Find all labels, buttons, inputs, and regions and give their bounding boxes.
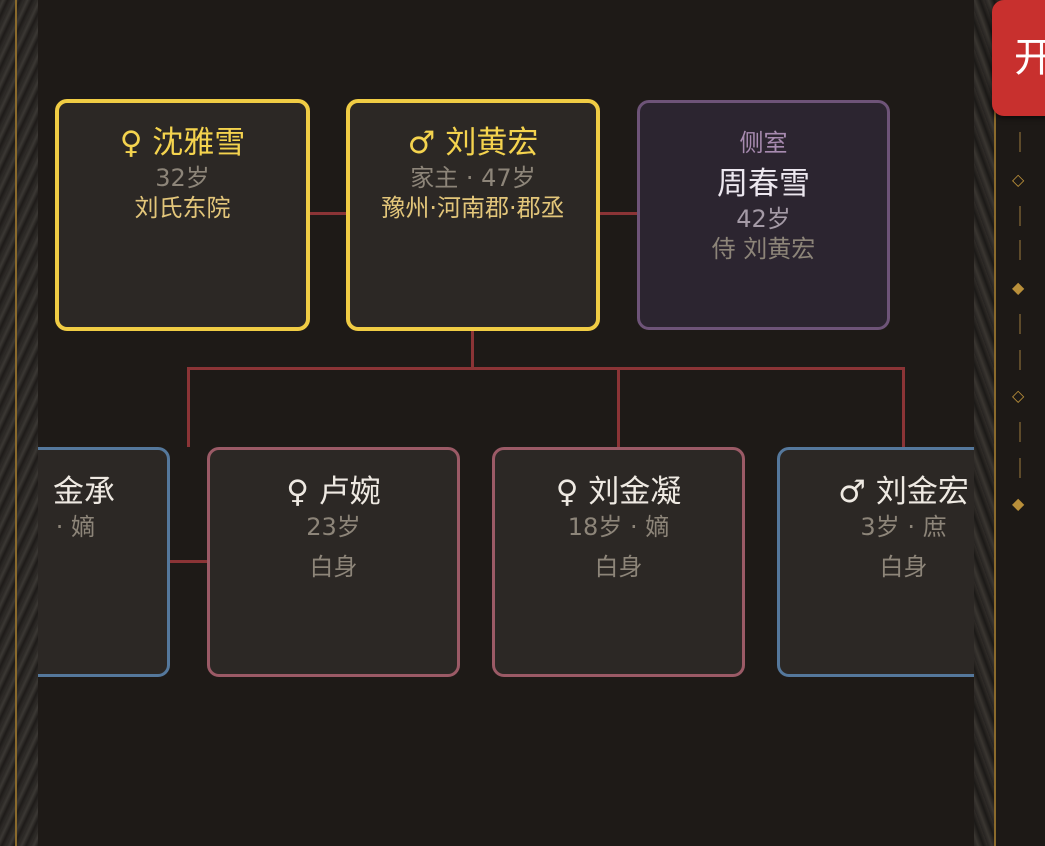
child-card-luwan[interactable]: ♀ 卢婉 23岁 白身 (207, 447, 460, 677)
female-icon: ♀ (286, 474, 309, 510)
connector-child4-drop (902, 367, 905, 448)
connector-spouse-child1-child2 (169, 560, 209, 563)
diamond-filled-icon: ◆ (1012, 494, 1025, 513)
child-age-type: 3岁 · 庶 (860, 513, 947, 541)
wife-card[interactable]: ♀ 沈雅雪 32岁 刘氏东院 (55, 99, 310, 331)
child-name: 卢婉 (318, 474, 381, 510)
child-name-row: ♀ 卢婉 (210, 472, 457, 512)
child-status: 白身 (309, 553, 358, 581)
rail-dash (1019, 240, 1021, 260)
family-head-card[interactable]: ♂ 刘黄宏 家主 · 47岁 豫州·河南郡·郡丞 (346, 99, 600, 331)
connector-child3-drop (617, 367, 620, 448)
rail-dash (1019, 422, 1021, 442)
child-card-jincheng[interactable]: 金承 · 嫡 身 (38, 447, 170, 677)
head-name: 刘黄宏 (445, 125, 539, 161)
wife-age: 32岁 (155, 164, 210, 192)
child-name: 刘金宏 (875, 474, 969, 510)
child-age-type: 23岁 (306, 513, 361, 541)
right-side-rail (994, 110, 1045, 846)
diamond-filled-icon: ◆ (1012, 278, 1025, 297)
connector-children-bar (187, 367, 904, 370)
child-status: 白身 (879, 553, 928, 581)
side-tab-button[interactable]: 开 (992, 0, 1045, 116)
rail-dash (1019, 206, 1021, 226)
connector-wife-head (310, 212, 348, 215)
female-icon: ♀ (119, 125, 143, 161)
child-name: 刘金凝 (588, 474, 682, 510)
diamond-outline-icon: ◇ (1012, 386, 1025, 405)
family-tree-panel: ♀ 沈雅雪 32岁 刘氏东院 ♂ 刘黄宏 家主 · 47岁 豫州·河南郡·郡丞 … (38, 0, 974, 846)
male-icon: ♂ (838, 474, 866, 510)
wife-name-row: ♀ 沈雅雪 (59, 123, 306, 163)
concubine-role: 侧室 (739, 129, 788, 157)
child-age-type: 18岁 · 嫡 (567, 513, 670, 541)
child-card-liujinning[interactable]: ♀ 刘金凝 18岁 · 嫡 白身 (492, 447, 745, 677)
rail-dash (1019, 132, 1021, 152)
head-name-row: ♂ 刘黄宏 (350, 123, 596, 163)
female-icon: ♀ (555, 474, 579, 510)
child-name-row: ♂ 刘金宏 (780, 472, 974, 512)
child-status: 白身 (594, 553, 643, 581)
rail-dash (1019, 350, 1021, 370)
concubine-serves: 侍 刘黄宏 (711, 235, 816, 263)
diamond-outline-icon: ◇ (1012, 170, 1025, 189)
child-age-type: · 嫡 (55, 513, 95, 541)
concubine-name: 周春雪 (717, 166, 810, 202)
concubine-card[interactable]: 侧室 周春雪 42岁 侍 刘黄宏 (637, 100, 890, 330)
rail-dash (1019, 314, 1021, 334)
child-card-liujinhong[interactable]: ♂ 刘金宏 3岁 · 庶 白身 (777, 447, 974, 677)
wife-residence: 刘氏东院 (134, 194, 231, 222)
head-role-age: 家主 · 47岁 (410, 164, 536, 192)
side-tab-label: 开 (1014, 35, 1045, 81)
concubine-age: 42岁 (736, 205, 791, 233)
head-office: 豫州·河南郡·郡丞 (381, 194, 565, 222)
connector-head-concubine (599, 212, 638, 215)
child-name-row: ♀ 刘金凝 (495, 472, 742, 512)
connector-child1-drop (187, 367, 190, 447)
left-decorative-border (0, 0, 38, 846)
rail-dash (1019, 458, 1021, 478)
wife-name: 沈雅雪 (152, 125, 246, 161)
child-name: 金承 (53, 474, 115, 510)
connector-head-down (471, 330, 474, 369)
male-icon: ♂ (407, 125, 436, 161)
